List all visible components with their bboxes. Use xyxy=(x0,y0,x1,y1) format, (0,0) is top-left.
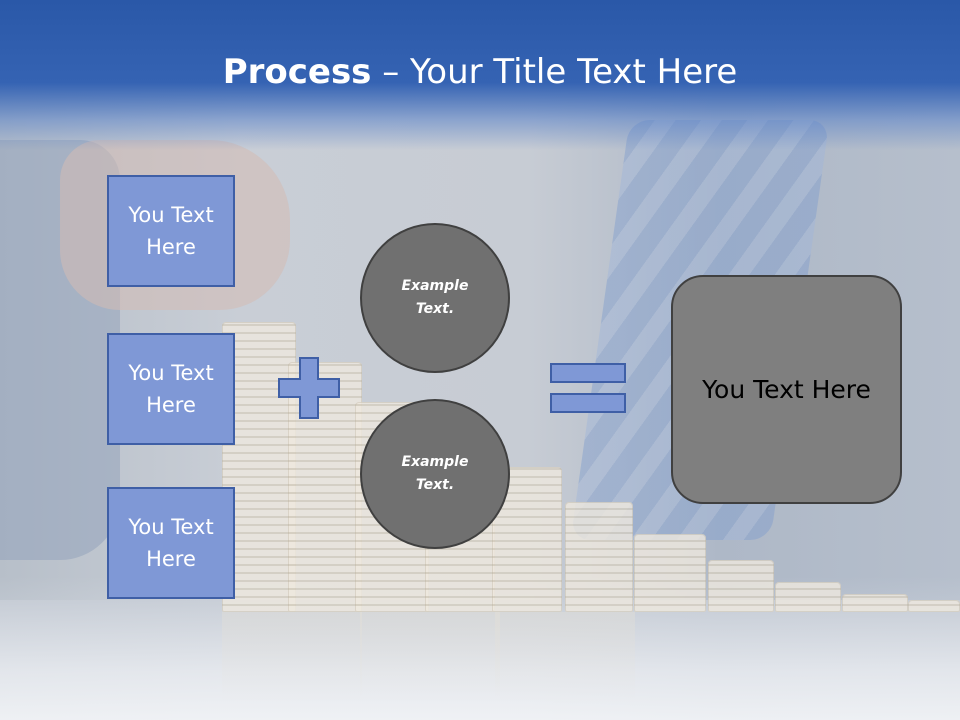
circle-label: Example Text. xyxy=(401,454,469,493)
example-circle-1: Example Text. xyxy=(360,223,510,373)
circle-label: Example Text. xyxy=(401,278,469,317)
background-table xyxy=(0,600,960,720)
text-box-1: You Text Here xyxy=(107,175,235,287)
header-band xyxy=(0,0,960,150)
text-box-label: You Text Here xyxy=(128,515,214,571)
example-circle-2: Example Text. xyxy=(360,399,510,549)
text-box-3: You Text Here xyxy=(107,487,235,599)
coin-stack xyxy=(775,582,841,612)
text-box-label: You Text Here xyxy=(128,361,214,417)
coin-stack xyxy=(908,600,960,612)
coin-stack xyxy=(708,560,774,612)
result-label: You Text Here xyxy=(702,375,871,404)
page-title: Process – Your Title Text Here xyxy=(0,52,960,92)
title-rest: – Your Title Text Here xyxy=(371,52,738,92)
equals-bar-bottom xyxy=(550,393,626,413)
coin-reflection xyxy=(360,612,500,702)
coin-stack xyxy=(565,502,633,612)
text-box-label: You Text Here xyxy=(128,203,214,259)
coin-reflection xyxy=(495,612,635,702)
coin-stack xyxy=(634,534,706,612)
coin-reflection xyxy=(222,612,362,702)
coin-stack xyxy=(842,594,908,612)
result-box: You Text Here xyxy=(671,275,902,504)
title-bold: Process xyxy=(222,52,372,92)
equals-bar-top xyxy=(550,363,626,383)
plus-icon xyxy=(278,357,340,419)
text-box-2: You Text Here xyxy=(107,333,235,445)
